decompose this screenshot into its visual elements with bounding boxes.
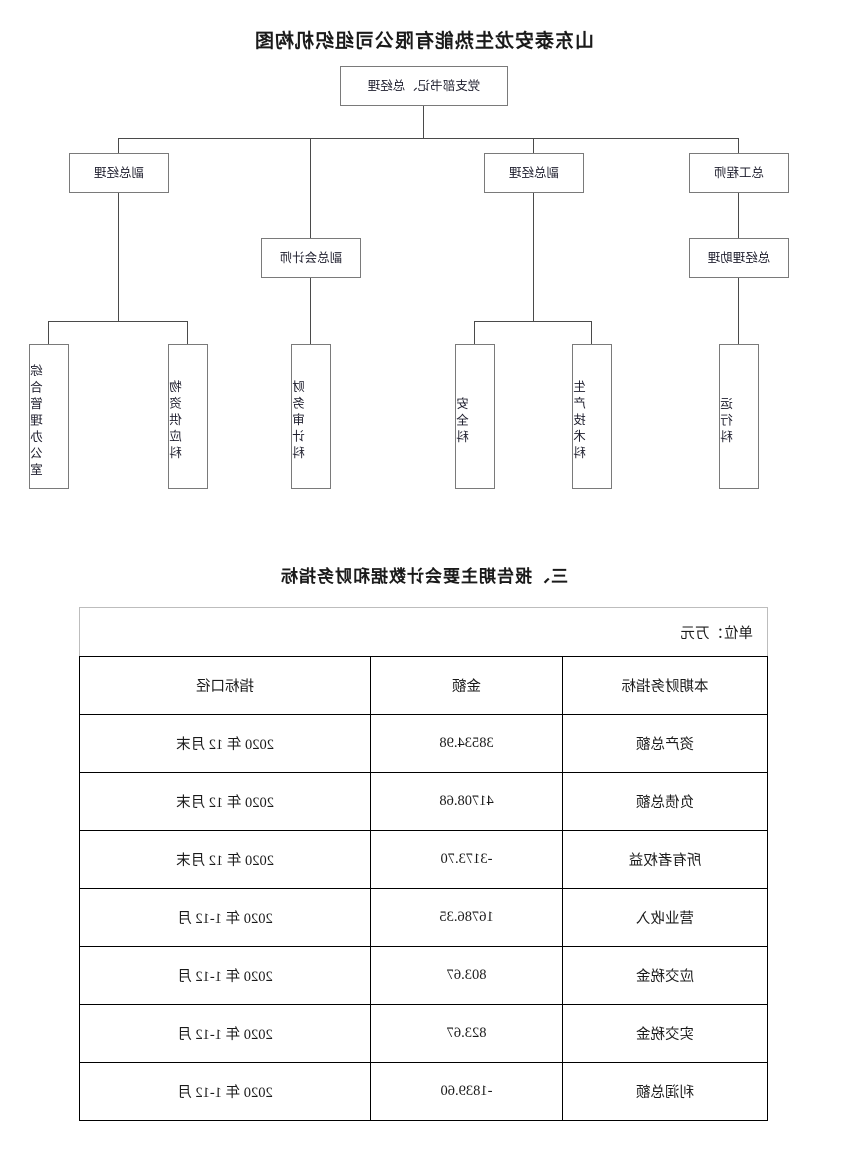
table-header-row: 本期财务指标 金额 指标口径: [79, 656, 768, 715]
table-row: 实交税金 823.67 2020 年 1-12 月: [79, 1004, 768, 1063]
connector-deputy-right-left-drop: [187, 321, 188, 344]
connector-deputy-mid-left-drop: [591, 321, 592, 344]
table-unit-note: 单位：万元: [79, 607, 768, 657]
cell-indicator: 所有者权益: [562, 830, 768, 889]
org-node-root: 党支部书记、总经理: [340, 66, 508, 106]
cell-indicator: 利润总额: [562, 1062, 768, 1121]
org-node-deputy-chief-accountant: 副总会计师: [261, 238, 361, 278]
org-node-deputy-gm-mid: 副总经理: [484, 153, 584, 193]
connector-deputy-mid-bus: [475, 321, 592, 322]
connector-drop-fuzong-mid: [533, 138, 534, 153]
table-row: 资产总额 38534.98 2020 年 12 月末: [79, 714, 768, 773]
cell-amount: -1839.60: [370, 1062, 563, 1121]
table-row: 利润总额 -1839.60 2020 年 1-12 月: [79, 1062, 768, 1121]
cell-amount: -3173.70: [370, 830, 563, 889]
org-node-dept-materials-supply: 物资供应科: [168, 344, 208, 489]
financial-table-container: 单位：万元 本期财务指标 金额 指标口径 资产总额 38534.98 2020 …: [79, 607, 768, 1121]
connector-assistant-to-operations: [738, 278, 739, 344]
table-row: 营业收入 16786.35 2020 年 1-12 月: [79, 888, 768, 947]
org-node-dept-operations: 运行科: [719, 344, 759, 489]
connector-chief-engineer-to-assistant: [738, 193, 739, 238]
column-header-amount: 金额: [370, 656, 563, 715]
cell-caliber: 2020 年 1-12 月: [79, 1004, 371, 1063]
cell-caliber: 2020 年 12 月末: [79, 772, 371, 831]
cell-indicator: 负债总额: [562, 772, 768, 831]
org-chart-title: 山东泰安龙生热能有限公司组织机构图: [254, 31, 595, 52]
cell-caliber: 2020 年 1-12 月: [79, 946, 371, 1005]
cell-indicator: 应交税金: [562, 946, 768, 1005]
cell-amount: 38534.98: [370, 714, 563, 773]
table-unit-row: 单位：万元: [79, 607, 768, 657]
connector-drop-fuzongkuaijishi: [310, 138, 311, 238]
org-node-deputy-gm-right: 副总经理: [69, 153, 169, 193]
org-node-chief-engineer: 总工程师: [689, 153, 789, 193]
connector-accountant-to-audit: [310, 278, 311, 344]
org-node-dept-finance-audit: 财务审计科: [291, 344, 331, 489]
org-node-gm-assistant: 总经理助理: [689, 238, 789, 278]
table-row: 负债总额 41708.68 2020 年 12 月末: [79, 772, 768, 831]
org-node-dept-general-admin-office: 综合管理办公室: [29, 344, 69, 489]
cell-caliber: 2020 年 1-12 月: [79, 888, 371, 947]
cell-caliber: 2020 年 12 月末: [79, 714, 371, 773]
cell-amount: 823.67: [370, 1004, 563, 1063]
table-row: 所有者权益 -3173.70 2020 年 12 月末: [79, 830, 768, 889]
connector-drop-fuzong-right: [118, 138, 119, 153]
column-header-indicator: 本期财务指标: [562, 656, 768, 715]
cell-amount: 803.67: [370, 946, 563, 1005]
connector-level2-bus: [119, 138, 739, 139]
cell-amount: 41708.68: [370, 772, 563, 831]
org-chart: 山东泰安龙生热能有限公司组织机构图 党支部书记、总经理 总工程师 副总经理 副总…: [0, 0, 848, 520]
org-node-dept-production-tech: 生产技术科: [572, 344, 612, 489]
cell-caliber: 2020 年 1-12 月: [79, 1062, 371, 1121]
cell-caliber: 2020 年 12 月末: [79, 830, 371, 889]
org-node-dept-safety: 安全科: [455, 344, 495, 489]
section-heading: 三、报告期主要会计数据和财务指标: [280, 567, 568, 586]
financial-indicators-table: 单位：万元 本期财务指标 金额 指标口径 资产总额 38534.98 2020 …: [79, 607, 768, 1121]
connector-deputy-right-stem: [118, 193, 119, 321]
connector-deputy-mid-stem: [533, 193, 534, 321]
column-header-caliber: 指标口径: [79, 656, 371, 715]
connector-deputy-mid-right-drop: [474, 321, 475, 344]
cell-amount: 16786.35: [370, 888, 563, 947]
connector-deputy-right-right-drop: [48, 321, 49, 344]
connector-root-stem: [423, 106, 424, 138]
cell-indicator: 营业收入: [562, 888, 768, 947]
connector-drop-gongchengshi: [738, 138, 739, 153]
connector-deputy-right-bus: [49, 321, 188, 322]
cell-indicator: 实交税金: [562, 1004, 768, 1063]
cell-indicator: 资产总额: [562, 714, 768, 773]
table-row: 应交税金 803.67 2020 年 1-12 月: [79, 946, 768, 1005]
